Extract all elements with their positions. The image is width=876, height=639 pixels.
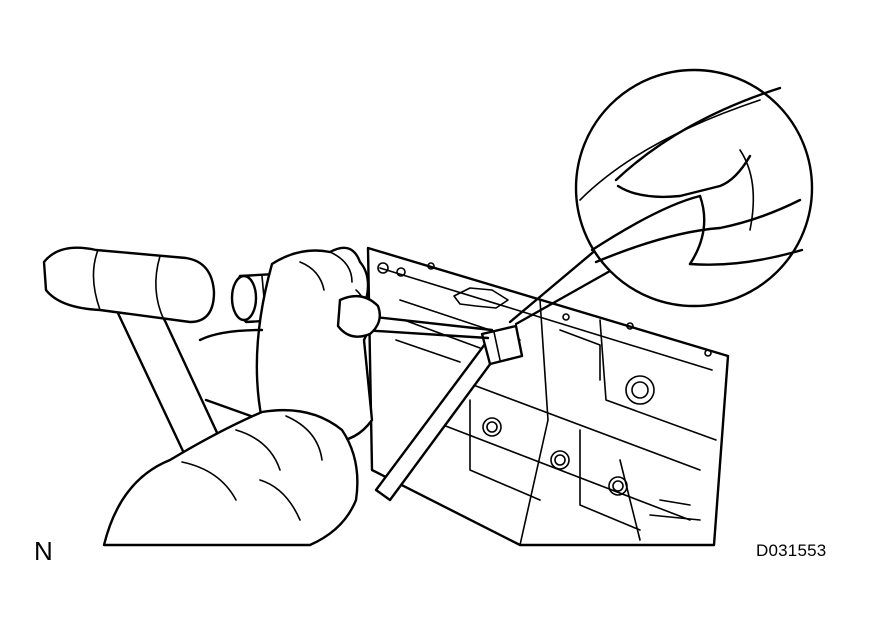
screwdriver [360, 314, 494, 340]
upper-hand [198, 246, 381, 443]
tool-shaft [374, 324, 524, 502]
detail-callout [508, 68, 814, 326]
orientation-label: N [34, 536, 53, 566]
figure-code: D031553 [756, 541, 827, 560]
lower-hand [102, 408, 359, 547]
case-block [366, 246, 730, 547]
hammer [42, 246, 228, 468]
